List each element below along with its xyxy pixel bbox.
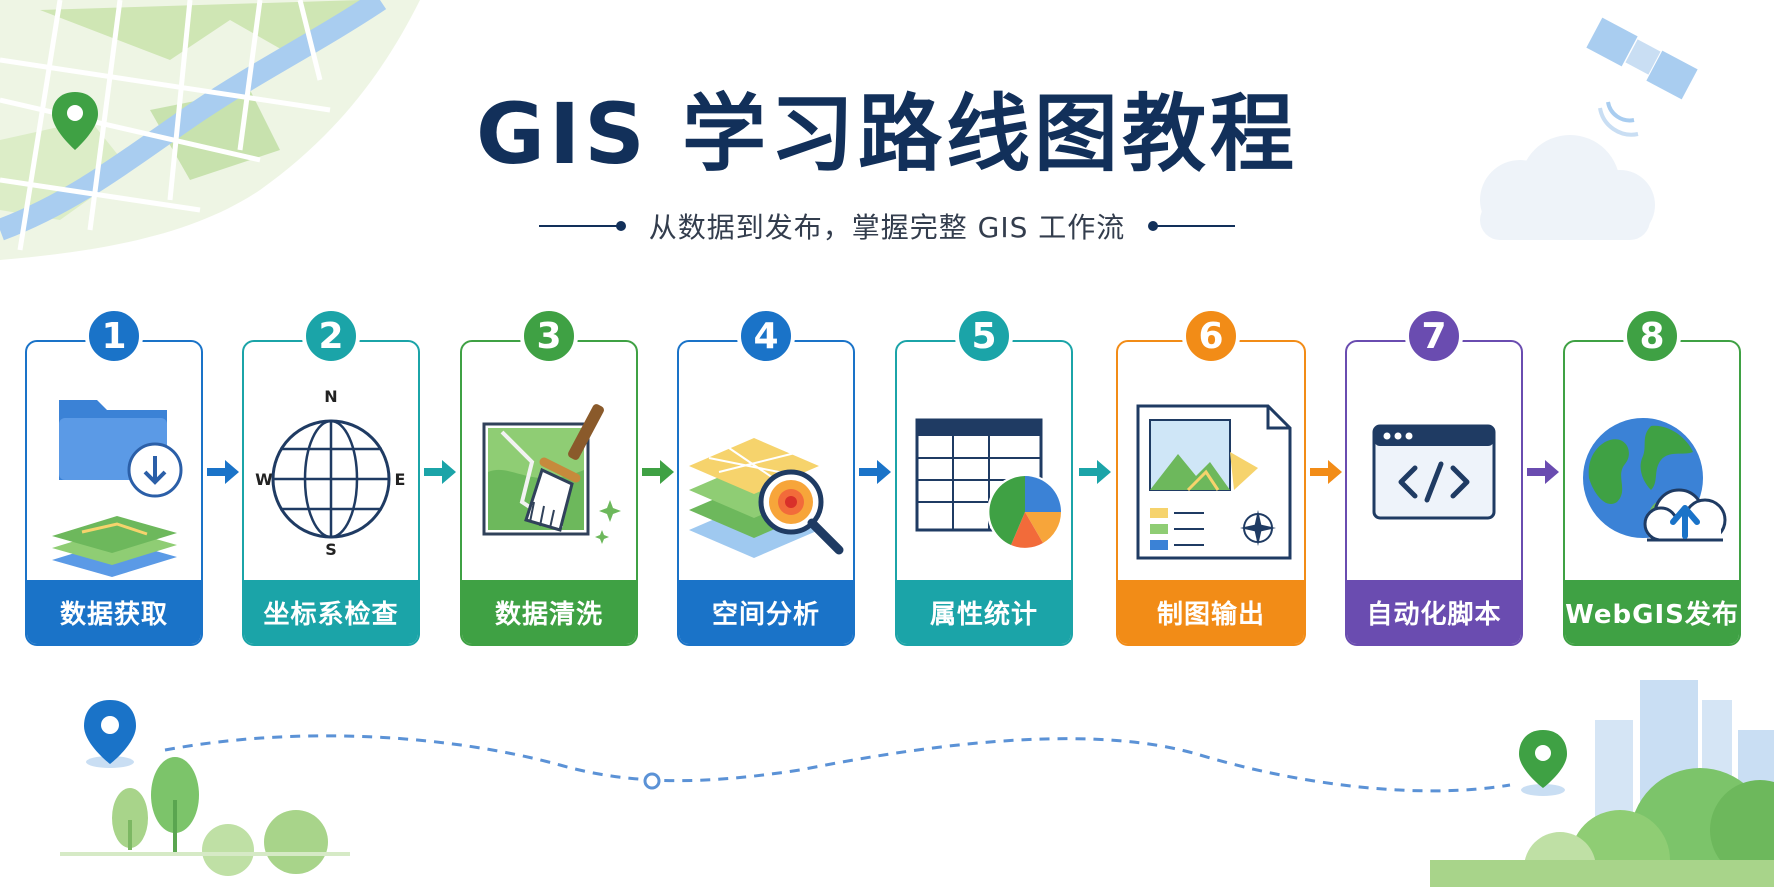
svg-text:W: W bbox=[255, 470, 273, 489]
step-label-4: 空间分析 bbox=[679, 580, 853, 644]
arrow-right-icon bbox=[1527, 460, 1559, 484]
table-pie-chart-icon bbox=[897, 352, 1071, 582]
location-pin-icon bbox=[84, 700, 136, 768]
arrow-right-icon bbox=[1310, 460, 1342, 484]
svg-text:N: N bbox=[324, 387, 337, 406]
svg-text:E: E bbox=[395, 470, 406, 489]
route-dashed-line bbox=[164, 734, 1511, 793]
arrow-right-icon bbox=[424, 460, 456, 484]
step-card-4[interactable]: 空间分析 bbox=[677, 340, 855, 646]
arrow-right-icon bbox=[1079, 460, 1111, 484]
layers-magnifier-icon bbox=[679, 352, 853, 582]
step-label-6: 制图输出 bbox=[1118, 580, 1304, 644]
location-pin-icon bbox=[1519, 730, 1567, 796]
page-subtitle: 从数据到发布，掌握完整 GIS 工作流 bbox=[648, 211, 1126, 244]
city-map-icon bbox=[0, 0, 420, 260]
step-card-2[interactable]: N S W E 坐标系检查 bbox=[242, 340, 420, 646]
folder-download-layers-icon bbox=[27, 352, 201, 582]
subtitle-divider-left bbox=[538, 221, 626, 231]
step-label-7: 自动化脚本 bbox=[1347, 580, 1521, 644]
step-number-1: 1 bbox=[85, 307, 143, 365]
code-window-icon bbox=[1347, 352, 1521, 582]
step-card-5[interactable]: 属性统计 bbox=[895, 340, 1073, 646]
step-label-1: 数据获取 bbox=[27, 580, 201, 644]
step-number-2: 2 bbox=[302, 307, 360, 365]
subtitle-row: 从数据到发布，掌握完整 GIS 工作流 bbox=[0, 206, 1774, 246]
step-label-2: 坐标系检查 bbox=[244, 580, 418, 644]
step-card-3[interactable]: 数据清洗 bbox=[460, 340, 638, 646]
step-card-1[interactable]: 数据获取 bbox=[25, 340, 203, 646]
map-document-icon bbox=[1118, 352, 1304, 582]
arrow-right-icon bbox=[859, 460, 891, 484]
step-card-8[interactable]: WebGIS发布 bbox=[1563, 340, 1741, 646]
step-card-6[interactable]: 制图输出 bbox=[1116, 340, 1306, 646]
step-number-6: 6 bbox=[1182, 307, 1240, 365]
arrow-right-icon bbox=[642, 460, 674, 484]
arrow-right-icon bbox=[207, 460, 239, 484]
satellite-icon bbox=[1586, 17, 1698, 137]
trees-icon bbox=[60, 757, 350, 876]
globe-compass-icon: N S W E bbox=[244, 352, 418, 582]
step-label-3: 数据清洗 bbox=[462, 580, 636, 644]
svg-text:S: S bbox=[325, 540, 337, 559]
subtitle-divider-right bbox=[1148, 221, 1236, 231]
map-broom-icon bbox=[462, 352, 636, 582]
step-label-8: WebGIS发布 bbox=[1565, 580, 1739, 644]
globe-cloud-upload-icon bbox=[1565, 352, 1739, 582]
step-number-4: 4 bbox=[737, 307, 795, 365]
cloud-icon bbox=[1480, 135, 1655, 240]
step-number-7: 7 bbox=[1405, 307, 1463, 365]
step-number-8: 8 bbox=[1623, 307, 1681, 365]
step-number-3: 3 bbox=[520, 307, 578, 365]
step-label-5: 属性统计 bbox=[897, 580, 1071, 644]
page-title: GIS 学习路线图教程 bbox=[476, 85, 1298, 183]
city-skyline-icon bbox=[1430, 680, 1774, 887]
step-number-5: 5 bbox=[955, 307, 1013, 365]
step-card-7[interactable]: 自动化脚本 bbox=[1345, 340, 1523, 646]
